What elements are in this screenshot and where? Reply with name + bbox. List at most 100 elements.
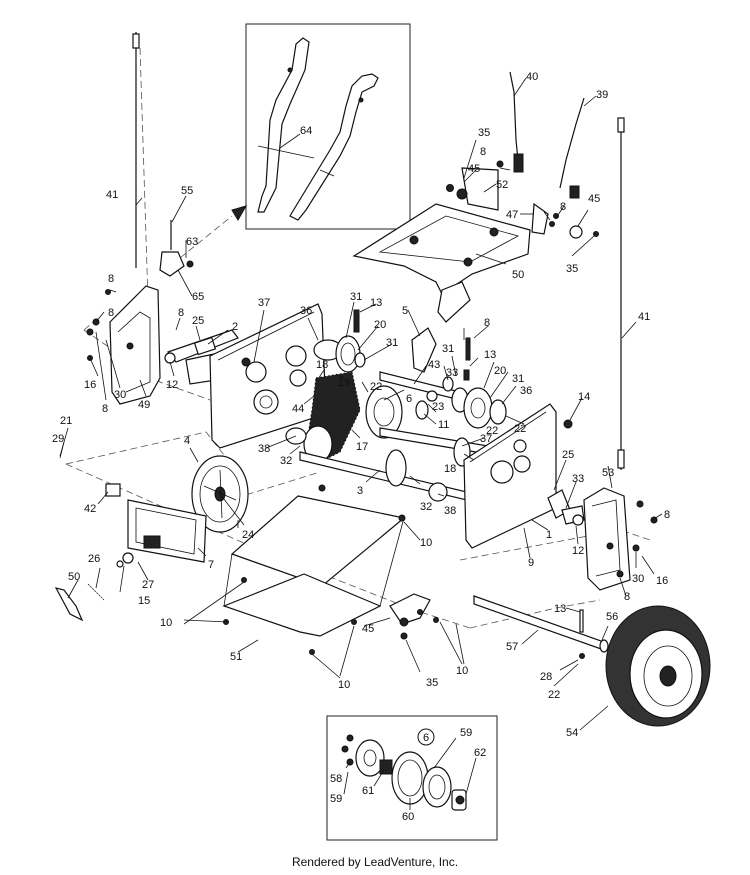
callout-8: 8: [108, 307, 114, 319]
callout-6: 6: [406, 393, 412, 405]
callout-18: 18: [316, 359, 328, 371]
callout-55: 55: [181, 185, 193, 197]
callout-31: 31: [512, 373, 524, 385]
callout-47: 47: [506, 209, 518, 221]
callout-31: 31: [350, 291, 362, 303]
callout-8: 8: [480, 146, 486, 158]
callout-8: 8: [624, 591, 630, 603]
chute-bracket: [105, 483, 207, 568]
top-frame-bracket: [352, 160, 531, 323]
callout-35: 35: [478, 127, 490, 139]
callout-56: 56: [606, 611, 618, 623]
callout-36: 36: [520, 385, 532, 397]
callout-31: 31: [442, 343, 454, 355]
spring-bracket: [54, 583, 105, 622]
callout-12: 12: [166, 379, 178, 391]
callout-44: 44: [292, 403, 304, 415]
callout-31: 31: [386, 337, 398, 349]
callout-26: 26: [88, 553, 100, 565]
callout-50: 50: [68, 571, 80, 583]
callout-30: 30: [632, 573, 644, 585]
callout-53: 53: [602, 467, 614, 479]
callout-5: 5: [402, 305, 408, 317]
auger-pulley-wheel: [191, 455, 249, 533]
callout-51: 51: [230, 651, 242, 663]
callout-45: 45: [588, 193, 600, 205]
right-frame-plate: [463, 403, 573, 549]
callout-8: 8: [484, 317, 490, 329]
callout-28: 28: [540, 671, 552, 683]
callout-21: 21: [60, 415, 72, 427]
callout-38: 38: [258, 443, 270, 455]
callout-37: 37: [258, 297, 270, 309]
callout-labels: 1 2 3 4 5 6 6 7 8 8 8 8 8 8 8 8 8 9 10 1…: [52, 71, 670, 823]
callout-33: 33: [446, 367, 458, 379]
callout-54: 54: [566, 727, 578, 739]
callout-14: 14: [578, 391, 590, 403]
callout-32: 32: [280, 455, 292, 467]
callout-59: 59: [330, 793, 342, 805]
callout-4: 4: [184, 435, 190, 447]
callout-22: 22: [514, 423, 526, 435]
callout-61: 61: [362, 785, 374, 797]
callout-10: 10: [456, 665, 468, 677]
shift-rod-right: [617, 117, 625, 470]
callout-33: 33: [572, 473, 584, 485]
callout-63: 63: [186, 236, 198, 248]
callout-11: 11: [438, 419, 449, 431]
callout-12: 12: [572, 545, 584, 557]
callout-8: 8: [178, 307, 184, 319]
drive-chain-assembly: [285, 309, 507, 509]
callout-13: 13: [484, 349, 496, 361]
callout-7: 7: [208, 559, 214, 571]
left-frame-plate: [209, 303, 327, 449]
callout-57: 57: [506, 641, 518, 653]
callout-42: 42: [84, 503, 96, 515]
control-cables: [509, 71, 599, 239]
callout-13: 13: [370, 297, 382, 309]
callout-50: 50: [512, 269, 524, 281]
callout-6-inset: 6: [423, 732, 429, 744]
callout-52: 52: [496, 179, 508, 191]
callout-8: 8: [108, 273, 114, 285]
callout-1: 1: [546, 529, 552, 541]
callout-15: 15: [138, 595, 150, 607]
inset-pointer-arrow: [179, 205, 248, 259]
callout-22: 22: [370, 381, 382, 393]
callout-38: 38: [444, 505, 456, 517]
callout-43: 43: [428, 359, 440, 371]
callout-19: 19: [338, 377, 350, 389]
handle-inset-box: [245, 23, 411, 230]
callout-10: 10: [338, 679, 350, 691]
callout-41: 41: [638, 311, 650, 323]
callout-30: 30: [114, 389, 126, 401]
callout-22: 22: [548, 689, 560, 701]
footer-credit: Rendered by LeadVenture, Inc.: [291, 855, 459, 869]
callout-16: 16: [656, 575, 668, 587]
callout-60: 60: [402, 811, 414, 823]
callout-39: 39: [596, 89, 608, 101]
callout-45: 45: [362, 623, 374, 635]
lower-idler-bracket: [389, 593, 439, 640]
left-shaft-assembly: [164, 329, 239, 385]
callout-25: 25: [562, 449, 574, 461]
callout-leaders: [59, 77, 663, 810]
callout-45: 45: [468, 163, 480, 175]
callout-41: 41: [106, 189, 118, 201]
callout-32: 32: [420, 501, 432, 513]
callout-13: 13: [554, 603, 566, 615]
callout-6-circle: [417, 728, 435, 746]
callout-25: 25: [192, 315, 204, 327]
callout-64: 64: [300, 125, 312, 137]
wheel-axle: [473, 595, 609, 659]
callout-58: 58: [330, 773, 342, 785]
callout-17: 17: [356, 441, 368, 453]
callout-35: 35: [426, 677, 438, 689]
callout-59: 59: [460, 727, 472, 739]
callout-18: 18: [444, 463, 456, 475]
callout-49: 49: [138, 399, 150, 411]
callout-2: 2: [232, 321, 238, 333]
callout-20: 20: [494, 365, 506, 377]
callout-16: 16: [84, 379, 96, 391]
